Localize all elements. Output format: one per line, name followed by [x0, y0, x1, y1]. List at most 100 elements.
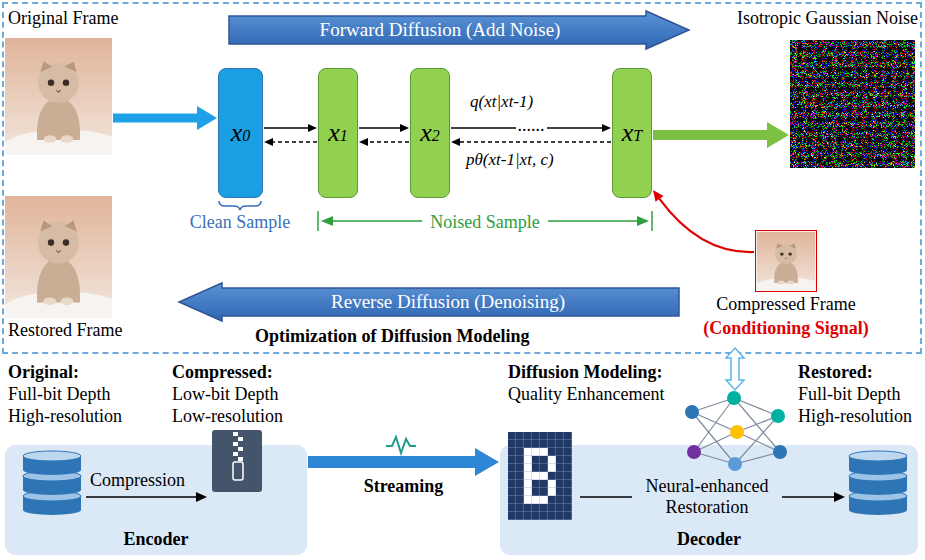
- attribute-text: High-resolution: [8, 406, 122, 427]
- arrow-text: Forward Diffusion (Add Noise): [320, 19, 561, 41]
- connector: [359, 138, 409, 146]
- condition-caption: (Conditioning Signal): [703, 318, 869, 339]
- clean-sample-brace: [219, 201, 261, 210]
- noise-frame: Isotropic Gaussian Noise: [790, 40, 915, 168]
- original-cat-photo: [2, 38, 126, 168]
- pixel-image-icon: [508, 432, 572, 520]
- image-caption: Compressed Frame: [716, 294, 855, 315]
- panel-title: Optimization of Diffusion Modeling: [255, 326, 530, 347]
- pixel-image-icon: [548, 480, 556, 496]
- restored-cat-photo: [2, 196, 126, 331]
- neural-network-icon: [737, 432, 780, 452]
- encoder-database-icon: [23, 451, 81, 515]
- zip-icon: [238, 457, 243, 461]
- connector: [359, 124, 409, 132]
- zip-icon: [233, 442, 238, 446]
- compressed-cat-photo: [755, 232, 823, 297]
- sample-symbol: x0: [231, 118, 251, 148]
- restored-database-icon: [849, 451, 907, 515]
- image-frame: Original Frame: [5, 38, 112, 155]
- connector: [264, 138, 317, 146]
- sample-box: xT: [612, 68, 652, 198]
- signal-wave-icon: [386, 437, 416, 453]
- connector-line: [660, 199, 754, 252]
- image-caption: Restored Frame: [8, 320, 122, 341]
- condition-frame: Compressed Frame(Conditioning Signal): [755, 230, 817, 292]
- neural-network-icon: [692, 398, 780, 464]
- pixel-image-icon: [532, 496, 548, 504]
- restoration-arrow: [834, 492, 845, 502]
- connector-line: [113, 114, 197, 123]
- sample-box: x1: [318, 68, 358, 198]
- pixel-image-icon: [508, 432, 572, 520]
- noised-sample-bracket: [637, 216, 649, 226]
- edge-label: ......: [516, 118, 547, 132]
- neural-network-icon: [728, 457, 742, 471]
- arrow-head: [451, 138, 460, 146]
- zip-icon: [238, 437, 243, 441]
- sample-symbol: x1: [328, 118, 348, 148]
- neural-network-icon: [692, 412, 737, 432]
- band-title: Encoder: [124, 529, 189, 550]
- connector: [653, 190, 754, 252]
- neural-network-icon: [737, 416, 778, 432]
- pixel-image-icon: [548, 456, 556, 472]
- arrow-head: [602, 124, 611, 132]
- attribute-heading: Restored:: [798, 362, 873, 383]
- attribute-text: High-resolution: [798, 406, 912, 427]
- diffusion-panel: Optimization of Diffusion Modeling Origin…: [2, 2, 922, 354]
- connector-line: [264, 127, 308, 128]
- arrow-head: [359, 138, 368, 146]
- neural-network-icon: [692, 398, 734, 412]
- bracket-label: Clean Sample: [190, 212, 290, 233]
- zip-icon: [212, 430, 262, 492]
- pixel-image-icon: [532, 472, 548, 480]
- arrow-shape: [229, 11, 689, 49]
- neural-network-icon: [735, 452, 780, 464]
- bracket-label: Noised Sample: [430, 212, 540, 233]
- pixel-image-icon: [508, 432, 572, 520]
- image-caption: Isotropic Gaussian Noise: [737, 8, 918, 29]
- noised-sample-bracket: [548, 220, 638, 222]
- connector-line: [359, 127, 400, 128]
- sample-box: x0: [218, 68, 263, 198]
- arrow-head: [264, 138, 273, 146]
- compression-arrow: [196, 492, 207, 502]
- noised-sample-bracket: [317, 211, 319, 231]
- attribute-text: Low-bit Depth: [172, 384, 278, 405]
- edge-label: Streaming: [364, 476, 444, 497]
- zip-icon: [212, 430, 262, 492]
- zip-icon: [233, 452, 238, 456]
- restored-database-icon: [849, 451, 907, 515]
- zip-icon: [233, 432, 238, 436]
- arrow-head: [653, 190, 664, 202]
- noised-sample-bracket: [651, 211, 653, 231]
- image-caption: Original Frame: [8, 8, 118, 29]
- pixel-image-icon: [524, 448, 532, 504]
- attribute-text: Low-resolution: [172, 406, 283, 427]
- arrow-head: [400, 124, 409, 132]
- attribute-text: Full-bit Depth: [798, 384, 901, 405]
- arrow-text: Reverse Diffusion (Denoising): [331, 291, 565, 313]
- zip-icon: [233, 462, 243, 480]
- arrow-label: Neural-enhanced Restoration: [632, 476, 782, 517]
- clean-sample-brace: [219, 201, 261, 210]
- neural-network-icon: [773, 445, 787, 459]
- connector-line: [368, 141, 409, 142]
- neural-network-icon: [727, 391, 741, 405]
- connector-line: [308, 456, 475, 468]
- neural-network-icon: [735, 416, 778, 464]
- double-arrow: [726, 348, 744, 390]
- arrow-head: [308, 124, 317, 132]
- neural-network-icon: [734, 398, 778, 416]
- arrow-label: Compression: [90, 470, 185, 491]
- neural-network-icon: [734, 398, 780, 452]
- zip-icon: [238, 447, 243, 451]
- connector: [308, 448, 499, 476]
- double-arrow: [726, 348, 744, 390]
- attribute-heading: Original:: [8, 362, 79, 383]
- band-title: Decoder: [677, 529, 741, 550]
- compression-arrow: [86, 492, 207, 502]
- compression-arrow: [86, 496, 198, 498]
- connector: [264, 124, 317, 132]
